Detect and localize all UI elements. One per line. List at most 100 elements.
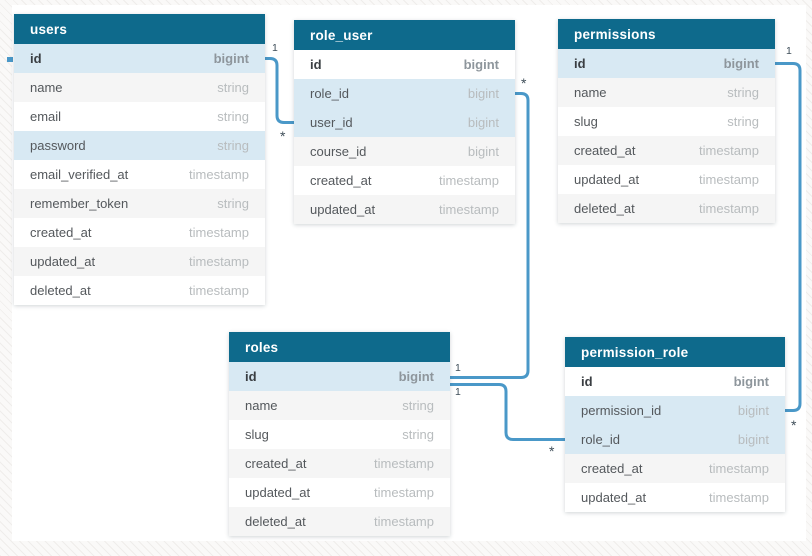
- cardinality-label-role_user-roles-to: 1: [455, 362, 461, 374]
- column-name: password: [30, 138, 86, 153]
- cardinality-label-role_user-roles-from: *: [521, 75, 527, 91]
- relationship-roles-permission_role[interactable]: [448, 383, 567, 441]
- column-type: string: [402, 398, 434, 413]
- column-type: bigint: [398, 369, 434, 384]
- column-type: timestamp: [699, 201, 759, 216]
- column-name: created_at: [581, 461, 643, 476]
- table-header-role_user[interactable]: role_user: [294, 20, 515, 50]
- column-type: timestamp: [699, 172, 759, 187]
- table-header-permissions[interactable]: permissions: [558, 19, 775, 49]
- column-row-roles-id[interactable]: id bigint: [229, 362, 450, 391]
- cardinality-label-users-role_user-to: *: [280, 128, 286, 144]
- column-name: created_at: [310, 173, 372, 188]
- column-row-roles-name[interactable]: name string: [229, 391, 450, 420]
- column-type: string: [217, 80, 249, 95]
- table-roles[interactable]: roles id bigint name string slug string created…: [229, 332, 450, 536]
- column-row-users-password[interactable]: password string: [14, 131, 265, 160]
- column-name: id: [30, 51, 42, 66]
- column-name: role_id: [310, 86, 350, 101]
- column-row-permissions-updated_at[interactable]: updated_at timestamp: [558, 165, 775, 194]
- column-row-users-email_verified_at[interactable]: email_verified_at timestamp: [14, 160, 265, 189]
- column-name: updated_at: [310, 202, 376, 217]
- column-name: deleted_at: [245, 514, 306, 529]
- table-header-users[interactable]: users: [14, 14, 265, 44]
- column-type: bigint: [733, 374, 769, 389]
- column-name: created_at: [30, 225, 92, 240]
- table-title: roles: [245, 339, 279, 355]
- column-row-role_user-course_id[interactable]: course_id bigint: [294, 137, 515, 166]
- column-name: slug: [245, 427, 269, 442]
- relationship-role_user-roles[interactable]: [448, 92, 530, 379]
- column-row-role_user-updated_at[interactable]: updated_at timestamp: [294, 195, 515, 224]
- column-type: bigint: [737, 403, 769, 418]
- column-name: email_verified_at: [30, 167, 129, 182]
- column-row-users-email[interactable]: email string: [14, 102, 265, 131]
- column-row-permission_role-id[interactable]: id bigint: [565, 367, 785, 396]
- column-type: bigint: [467, 144, 499, 159]
- table-header-permission_role[interactable]: permission_role: [565, 337, 785, 367]
- clipped-relationship-stub: [7, 57, 13, 62]
- column-name: id: [245, 369, 257, 384]
- column-name: remember_token: [30, 196, 129, 211]
- table-title: users: [30, 21, 68, 37]
- column-name: email: [30, 109, 62, 124]
- column-type: string: [402, 427, 434, 442]
- column-type: string: [217, 196, 249, 211]
- column-name: created_at: [245, 456, 307, 471]
- column-row-roles-deleted_at[interactable]: deleted_at timestamp: [229, 507, 450, 536]
- column-name: id: [581, 374, 593, 389]
- column-type: timestamp: [374, 456, 434, 471]
- column-name: name: [245, 398, 278, 413]
- column-type: bigint: [463, 57, 499, 72]
- column-name: updated_at: [245, 485, 311, 500]
- column-type: string: [217, 109, 249, 124]
- table-title: permission_role: [581, 344, 689, 360]
- table-header-roles[interactable]: roles: [229, 332, 450, 362]
- column-name: deleted_at: [574, 201, 635, 216]
- column-name: updated_at: [574, 172, 640, 187]
- column-type: string: [727, 85, 759, 100]
- column-name: course_id: [310, 144, 367, 159]
- column-row-users-remember_token[interactable]: remember_token string: [14, 189, 265, 218]
- column-type: timestamp: [189, 283, 249, 298]
- column-type: timestamp: [699, 143, 759, 158]
- relationship-users-role_user[interactable]: [263, 57, 296, 124]
- column-type: timestamp: [189, 167, 249, 182]
- column-row-roles-slug[interactable]: slug string: [229, 420, 450, 449]
- relationship-permissions-permission_role[interactable]: [773, 62, 802, 412]
- column-row-roles-created_at[interactable]: created_at timestamp: [229, 449, 450, 478]
- column-type: timestamp: [374, 514, 434, 529]
- column-row-permissions-deleted_at[interactable]: deleted_at timestamp: [558, 194, 775, 223]
- column-name: permission_id: [581, 403, 662, 418]
- column-type: string: [217, 138, 249, 153]
- column-type: timestamp: [439, 202, 499, 217]
- cardinality-label-roles-permission_role-from: 1: [455, 386, 461, 398]
- column-name: role_id: [581, 432, 621, 447]
- table-title: permissions: [574, 26, 656, 42]
- column-row-permission_role-permission_id[interactable]: permission_id bigint: [565, 396, 785, 425]
- column-type: bigint: [723, 56, 759, 71]
- column-name: user_id: [310, 115, 353, 130]
